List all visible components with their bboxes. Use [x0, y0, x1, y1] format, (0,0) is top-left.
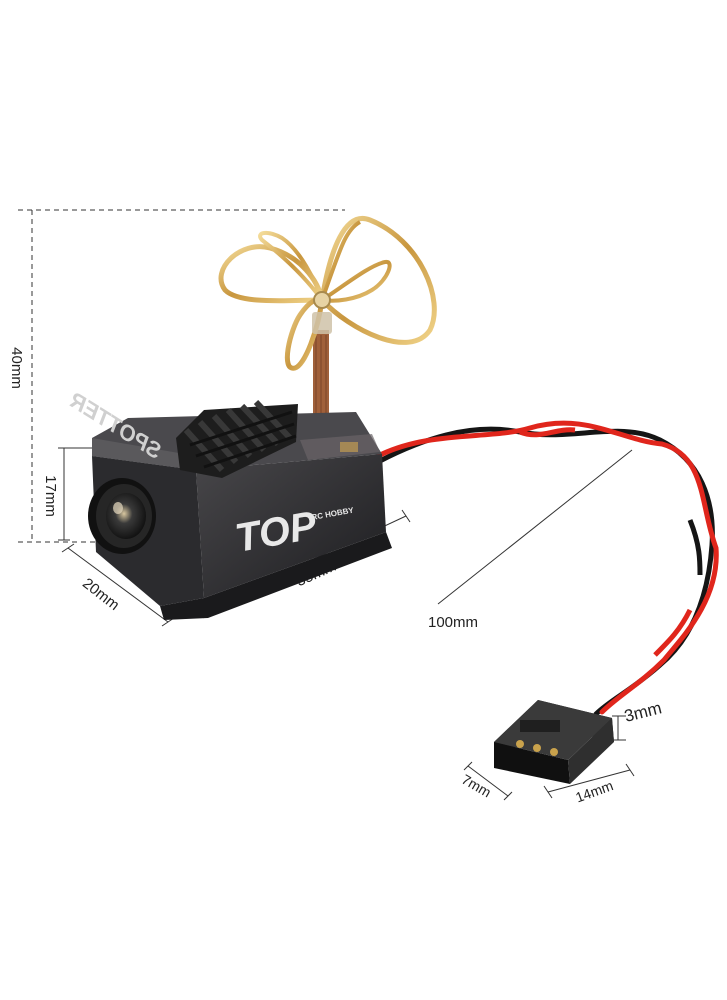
dimension-width-label: 20mm: [79, 575, 122, 614]
dimension-connector-length-label: 14mm: [573, 777, 615, 805]
camera-lens: [88, 478, 156, 554]
dimension-connector-width-label: 7mm: [459, 771, 494, 800]
servo-cable: [375, 420, 719, 717]
servo-connector: [494, 700, 614, 784]
dimension-cable: 100mm: [428, 449, 633, 631]
transmitter-body: SPOTTER TOP RC HOBBY: [65, 387, 392, 620]
dimension-connector-height-label: 3mm: [622, 698, 663, 726]
dimension-cable-label: 100mm: [428, 614, 478, 631]
dimension-connector-height: 3mm: [612, 698, 664, 741]
cloverleaf-antenna: [218, 216, 437, 422]
dimension-total-height: 40mm: [8, 209, 345, 543]
dimension-body-height-label: 17mm: [42, 475, 59, 517]
heatsink: [176, 399, 298, 478]
dimension-total-height-label: 40mm: [8, 347, 25, 389]
